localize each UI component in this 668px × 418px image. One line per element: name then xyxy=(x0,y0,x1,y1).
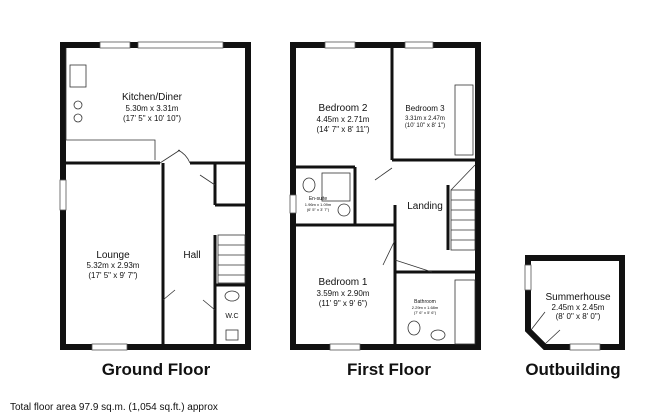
room-metric-bedroom1: 3.59m x 2.90m xyxy=(317,289,370,298)
room-imperial-kitchen: (17' 5" x 10' 10") xyxy=(123,114,181,123)
room-metric-ensuite: 1.96m x 1.09m xyxy=(305,202,332,207)
room-metric-kitchen: 5.30m x 3.31m xyxy=(126,104,179,113)
room-name-summerhouse: Summerhouse xyxy=(545,292,610,303)
outbuilding-plan: Summerhouse 2.45m x 2.45m (8' 0" x 8' 0"… xyxy=(524,255,625,379)
room-imperial-ensuite: (6' 5" x 3' 7") xyxy=(307,207,330,212)
room-name-wc: W.C xyxy=(225,313,238,320)
room-metric-summerhouse: 2.45m x 2.45m xyxy=(552,303,605,312)
floor-label-ground: Ground Floor xyxy=(102,360,211,379)
room-imperial-lounge: (17' 5" x 9' 7") xyxy=(88,271,138,280)
room-name-bathroom: Bathroom xyxy=(414,299,436,305)
room-name-bedroom1: Bedroom 1 xyxy=(319,277,368,288)
room-name-lounge: Lounge xyxy=(96,250,130,261)
room-imperial-bedroom1: (11' 9" x 9' 6") xyxy=(319,299,368,308)
ground-floor-plan: Kitchen/Diner 5.30m x 3.31m (17' 5" x 10… xyxy=(59,41,251,379)
room-metric-lounge: 5.32m x 2.93m xyxy=(87,261,140,270)
total-floor-area: Total floor area 97.9 sq.m. (1,054 sq.ft… xyxy=(10,402,218,413)
room-name-landing: Landing xyxy=(407,201,443,212)
room-metric-bathroom: 2.29m x 1.68m xyxy=(412,305,439,310)
room-name-kitchen: Kitchen/Diner xyxy=(122,92,183,103)
room-name-ensuite: En-suite xyxy=(309,196,328,202)
room-metric-bedroom3: 3.31m x 2.47m xyxy=(405,116,445,122)
room-name-bedroom2: Bedroom 2 xyxy=(319,103,368,114)
room-imperial-bedroom2: (14' 7" x 8' 11") xyxy=(316,125,369,134)
room-imperial-bedroom3: (10' 10" x 8' 1") xyxy=(405,123,445,129)
room-imperial-summerhouse: (8' 0" x 8' 0") xyxy=(556,312,601,321)
room-metric-bedroom2: 4.45m x 2.71m xyxy=(317,115,370,124)
room-name-bedroom3: Bedroom 3 xyxy=(405,104,445,113)
floor-label-outbuilding: Outbuilding xyxy=(525,360,620,379)
room-imperial-bathroom: (7' 6" x 5' 6") xyxy=(414,310,437,315)
floor-label-first: First Floor xyxy=(347,360,431,379)
first-floor-plan: Bedroom 2 4.45m x 2.71m (14' 7" x 8' 11"… xyxy=(289,41,481,379)
room-name-hall: Hall xyxy=(183,250,200,261)
